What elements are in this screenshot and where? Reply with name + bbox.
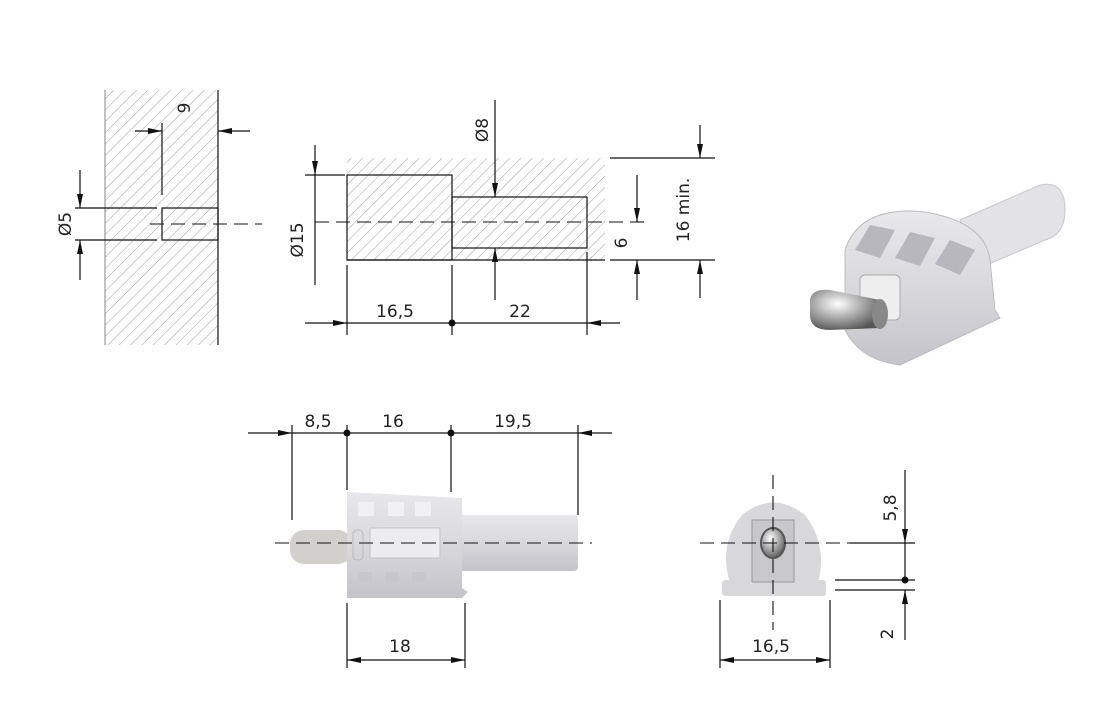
width-16-5-label: 16,5 bbox=[752, 637, 790, 657]
base-2-label: 2 bbox=[878, 629, 898, 640]
front-view: 5,8 2 16,5 bbox=[700, 470, 915, 668]
sleeve-section: Ø15 Ø8 6 16 min. 16,5 22 bbox=[288, 100, 715, 335]
side-view: 8,5 16 19,5 18 bbox=[248, 412, 612, 668]
diameter-5-label: Ø5 bbox=[56, 212, 76, 236]
diameter-15-label: Ø15 bbox=[288, 222, 308, 257]
shaft-length-label: 19,5 bbox=[494, 412, 532, 432]
wall-drill-section: Ø5 9 bbox=[56, 90, 262, 345]
height-5-8-label: 5,8 bbox=[881, 494, 901, 521]
pin-length-label: 8,5 bbox=[304, 412, 331, 432]
depth-9-label: 9 bbox=[175, 103, 195, 114]
product-photo bbox=[810, 183, 1066, 366]
diameter-8-label: Ø8 bbox=[473, 118, 493, 142]
body-length-label: 16 bbox=[382, 412, 404, 432]
height-6-label: 6 bbox=[612, 238, 632, 249]
length-16-5-label: 16,5 bbox=[376, 302, 414, 322]
min-thickness-label: 16 min. bbox=[674, 178, 694, 243]
length-22-label: 22 bbox=[509, 302, 531, 322]
body-width-label: 18 bbox=[389, 637, 411, 657]
